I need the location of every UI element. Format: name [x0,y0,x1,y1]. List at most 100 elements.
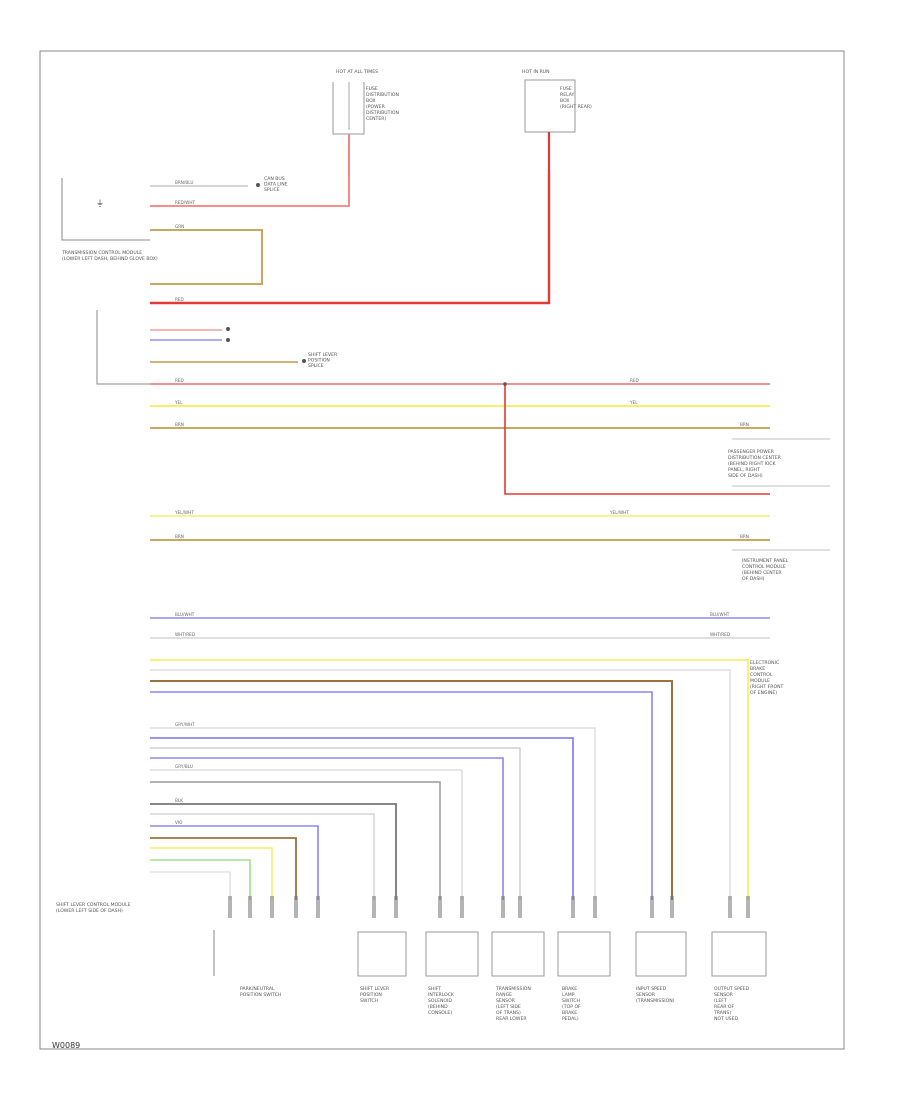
component-7-line-4: TRANS) [713,1010,731,1016]
right-1-line-2: (BEHIND RIGHT KICK [728,461,776,467]
connector-stub [228,896,232,918]
component-1-line-0: PARK/NEUTRAL [240,986,275,992]
component-7-line-1: SENSOR [714,992,734,998]
module-bottom-line-0: SHIFT LEVER CONTROL MODULE [56,902,131,908]
component-3-line-0: SHIFT [428,986,441,992]
right-2-line-1: CONTROL MODULE [742,564,786,570]
component-5-line-4: BRAKE [562,1010,577,1016]
connector-stub [746,896,750,918]
splice-1-line-2: SPLICE [264,187,280,193]
wire-label-blu-wht-2: BLU/WHT [710,612,730,617]
connector-stub [248,896,252,918]
connector-stub [460,896,464,918]
splice-1-line-0: CAN BUS [264,176,285,182]
right-1-line-3: PANEL, RIGHT [728,467,760,473]
fuse-2-line-0: FUSE [560,86,572,92]
connector-stub [438,896,442,918]
component-2-line-0: SHIFT LEVER [360,986,390,992]
connector-stub [728,896,732,918]
component-6-line-2: (TRANSMISSION) [636,998,675,1004]
fuse-1-line-0: FUSE [366,86,378,92]
module-bottom-line-1: (LOWER LEFT SIDE OF DASH) [56,908,123,914]
splice-2-line-0: SHIFT LEVER [308,352,338,358]
component-5-line-1: LAMP [562,992,575,998]
connector-stub [316,896,320,918]
connector-stub [518,896,522,918]
right-3-line-3: MODULE [750,678,770,684]
fuse-1-lines: FUSEDISTRIBUTIONBOX(POWERDISTRIBUTIONCEN… [366,86,399,122]
fuse-2-line-3: (RIGHT REAR) [560,104,592,110]
module-top-label: TRANSMISSION CONTROL MODULE(LOWER LEFT D… [61,250,158,262]
fuse-1-line-2: BOX [366,98,376,104]
third-rail-group: BLU/WHT WHT/RED BLU/WHT WHT/RED ELECTRON… [150,612,784,900]
component-3-line-1: INTERLOCK [428,992,455,998]
component-6-line-1: SENSOR [636,992,656,998]
connector-stub [650,896,654,918]
wire-label-brn-4: BRN [740,534,749,539]
splice-1-line-1: DATA LINE [264,182,288,188]
second-rail-group: YEL/WHT BRN YEL/WHT BRN INSTRUMENT PANEL… [150,510,830,582]
wire-label-yel: YEL [174,400,183,405]
wire-label-brn-3: BRN [175,534,184,539]
connector-stub [372,896,376,918]
connector-stub [294,896,298,918]
component-4-line-0: TRANSMISSION [495,986,531,992]
connector-stub [501,896,505,918]
diagram-frame [39,50,845,1050]
component-7-line-2: (LEFT [714,998,727,1004]
right-2-line-2: (BEHIND CENTER [742,570,782,576]
splice-2-line-2: SPLICE [308,363,324,369]
component-4-line-4: OF TRANS) [496,1010,521,1016]
component-box-3 [425,931,479,977]
fuse-1-line-4: DISTRIBUTION [366,110,399,116]
module-top-line-1: (LOWER LEFT DASH, BEHIND GLOVE BOX) [62,256,158,262]
component-7-line-0: OUTPUT SPEED [714,986,750,992]
connector-stub [270,896,274,918]
component-box-5 [557,931,611,977]
fuse-box-1: HOT AT ALL TIMES FUSEDISTRIBUTIONBOX(POW… [332,69,399,176]
right-2-line-3: OF DASH) [742,576,765,582]
connector-stub [670,896,674,918]
connector-stub [593,896,597,918]
right-3-line-2: CONTROL [750,672,773,678]
wire-label-red-3: RED [630,378,639,383]
wire-label-grn: GRN [175,224,184,229]
component-box-7 [711,931,767,977]
wire-label-gry-blu: GRY/BLU [175,764,193,769]
component-7-line-3: REAR OF [714,1004,735,1010]
component-5-line-5: PEDAL) [562,1016,579,1022]
wire-label-wht-red-2: WHT/RED [710,632,730,637]
wire-label-wht-red: WHT/RED [175,632,195,637]
wire-label-yel-2: YEL [629,400,638,405]
wire-label-yel-wht-2: YEL/WHT [609,510,629,515]
wire-label-brn-blu: BRN/BLU [175,180,193,185]
connector-stub [571,896,575,918]
right-2-line-0: INSTRUMENT PANEL [742,558,789,564]
component-6-line-0: INPUT SPEED [636,986,667,992]
connector-stub [394,896,398,918]
fuse-1-line-3: (POWER [366,104,386,110]
wire-label-yel-wht: YEL/WHT [174,510,194,515]
component-7-line-5: NOT USED [714,1016,738,1022]
right-1-line-1: DISTRIBUTION CENTER [728,455,782,461]
module-top-line-0: TRANSMISSION CONTROL MODULE [61,250,142,256]
component-4-line-3: (LEFT SIDE [496,1004,521,1010]
connector-stubs [228,896,750,918]
component-box-2 [357,931,407,977]
wire-label-blu-wht: BLU/WHT [175,612,195,617]
fuse-2-header: HOT IN RUN [522,69,550,75]
right-3-line-0: ELECTRONIC [750,660,779,666]
wire-label-vio: VIO [175,820,183,825]
right-3-line-1: BRAKE [750,666,765,672]
wire-label-red-wht: RED/WHT [175,200,195,205]
component-3-line-3: (BEHIND [428,1004,448,1010]
